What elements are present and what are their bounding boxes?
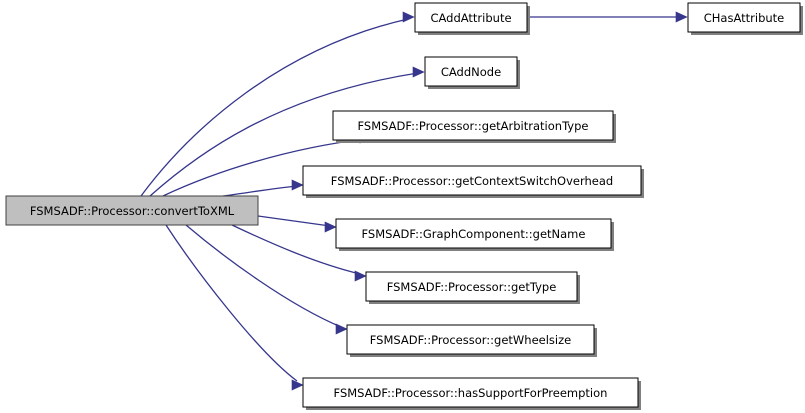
edge-line [222, 185, 298, 197]
edges-layer [140, 11, 688, 391]
arrowhead-icon [402, 11, 415, 23]
node-box[interactable] [424, 56, 518, 87]
node-label: FSMSADF::Processor::getArbitrationType [358, 119, 589, 133]
node-label: FSMSADF::Processor::hasSupportForPreempt… [334, 386, 608, 400]
graph-node-caddattribute[interactable]: CAddAttribute [414, 2, 530, 35]
node-label: CHasAttribute [704, 11, 785, 25]
call-edge-root-to-getname [257, 215, 337, 233]
node-label: CAddNode [441, 65, 501, 79]
edge-line [165, 224, 298, 382]
arrowhead-icon [675, 11, 688, 23]
call-edge-root-to-getcontextswitchoverhead [222, 179, 304, 197]
node-box[interactable] [335, 218, 612, 249]
edge-line [140, 18, 409, 197]
graph-node-getcontextswitchoverhead[interactable]: FSMSADF::Processor::getContextSwitchOver… [302, 165, 644, 198]
arrowhead-icon [354, 270, 367, 282]
node-box[interactable] [365, 271, 578, 302]
edge-line [257, 215, 331, 227]
node-box[interactable] [687, 2, 801, 33]
call-edge-root-to-getwheelsize [185, 224, 348, 335]
node-box[interactable] [414, 2, 528, 33]
graph-node-getarbitrationtype[interactable]: FSMSADF::Processor::getArbitrationType [332, 110, 616, 143]
edge-line [185, 224, 342, 328]
arrowhead-icon [291, 179, 304, 191]
edge-line [149, 72, 419, 197]
node-label: FSMSADF::Processor::convertToXML [30, 204, 235, 218]
node-label: FSMSADF::Processor::getWheelsize [370, 333, 571, 347]
graph-node-caddnode[interactable]: CAddNode [424, 56, 520, 89]
call-edge-root-to-caddnode [149, 66, 425, 197]
node-box[interactable] [302, 377, 639, 408]
node-label: FSMSADF::Processor::getType [387, 280, 557, 294]
graph-node-root[interactable]: FSMSADF::Processor::convertToXML [5, 195, 259, 226]
call-edge-root-to-caddattribute [140, 11, 415, 197]
graph-node-gettype[interactable]: FSMSADF::Processor::getType [365, 271, 580, 304]
call-edge-root-to-hassupportforpreemption [165, 224, 304, 391]
graph-node-getname[interactable]: FSMSADF::GraphComponent::getName [335, 218, 614, 251]
node-box[interactable] [346, 324, 595, 355]
node-box[interactable] [302, 165, 642, 196]
graph-node-getwheelsize[interactable]: FSMSADF::Processor::getWheelsize [346, 324, 597, 357]
node-label: FSMSADF::Processor::getContextSwitchOver… [331, 174, 613, 188]
nodes-layer: FSMSADF::Processor::convertToXML CAddAttr… [5, 2, 803, 410]
call-edge-root-to-gettype [231, 224, 367, 282]
graph-node-hassupportforpreemption[interactable]: FSMSADF::Processor::hasSupportForPreempt… [302, 377, 641, 410]
node-label: FSMSADF::GraphComponent::getName [362, 227, 586, 241]
call-edge-caddattribute-to-chasattribute [527, 11, 688, 23]
node-box[interactable] [332, 110, 614, 141]
graph-node-chasattribute[interactable]: CHasAttribute [687, 2, 803, 35]
arrowhead-icon [335, 323, 348, 335]
arrowhead-icon [324, 221, 337, 233]
arrowhead-icon [291, 379, 304, 391]
node-box[interactable] [5, 195, 259, 226]
edge-line [231, 224, 361, 275]
node-label: CAddAttribute [430, 11, 511, 25]
arrowhead-icon [412, 66, 425, 78]
